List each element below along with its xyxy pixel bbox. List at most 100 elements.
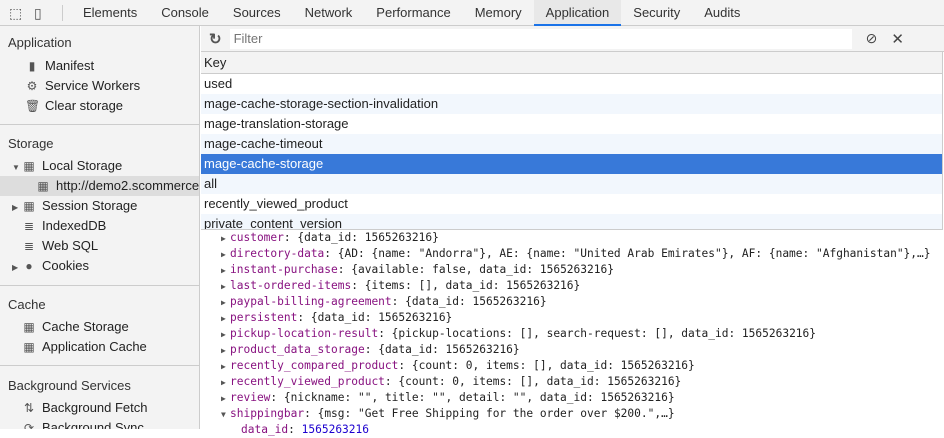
preview-entry[interactable]: ▶product_data_storage: {data_id: 1565263… <box>201 342 944 358</box>
label: Session Storage <box>42 198 138 213</box>
label: Manifest <box>45 58 95 73</box>
value-preview: ▶ customer: {data_id: 1565263216} ▶directo… <box>201 230 944 438</box>
table-row[interactable]: private_content_version <box>201 214 942 229</box>
expanded-arrow-icon[interactable]: ▼ <box>12 163 20 172</box>
tab-security[interactable]: Security <box>633 4 681 20</box>
colon: : <box>351 279 365 292</box>
tab-console[interactable]: Console <box>161 4 209 20</box>
cookie-icon: ● <box>25 259 33 273</box>
section-background-services: Background Services <box>8 378 131 393</box>
delete-selected-icon[interactable]: ✕ <box>891 30 904 48</box>
tab-sources[interactable]: Sources <box>232 4 281 20</box>
colon: : <box>398 359 412 372</box>
sidebar-item-manifest[interactable]: ▮ Manifest <box>0 56 199 76</box>
preview-entry[interactable]: ▶directory-data: {AD: {name: "Andorra"},… <box>201 246 944 262</box>
preview-entry[interactable]: ▶recently_compared_product: {count: 0, i… <box>201 358 944 374</box>
grid-icon: ▦ <box>23 199 35 213</box>
preview-entry[interactable]: ▶ recently_viewed_product: {count: 0, ite… <box>201 374 944 390</box>
sidebar-item-service-workers[interactable]: ⚙Service Workers <box>0 76 199 96</box>
collapsed-arrow-icon[interactable]: ▶ <box>221 266 226 275</box>
preview-entry[interactable]: ▶paypal-billing-agreement: {data_id: 156… <box>201 294 944 310</box>
entry-key: persistent <box>230 311 298 324</box>
table-row[interactable]: mage-cache-storage-section-invalidation <box>201 94 942 114</box>
document-icon: ▮ <box>28 59 36 73</box>
tab-application[interactable]: Application <box>533 0 622 26</box>
colon: : <box>384 375 399 388</box>
collapsed-arrow-icon[interactable]: ▶ <box>12 203 19 212</box>
colon: : <box>270 391 284 404</box>
column-header-key[interactable]: Key <box>201 52 942 74</box>
table-row[interactable]: mage-translation-storage <box>204 116 349 131</box>
sidebar-item-application-cache[interactable]: ▦Application Cache <box>0 337 199 357</box>
tab-network[interactable]: Network <box>304 4 353 20</box>
sidebar-item-session-storage[interactable]: ▶ ▦ Session Storage <box>0 196 199 216</box>
sidebar-item-local-storage[interactable]: ▼▦Local Storage <box>0 156 199 176</box>
filter-input[interactable] <box>229 28 852 49</box>
label: Background Fetch <box>42 400 148 415</box>
collapsed-arrow-icon[interactable]: ▶ <box>221 362 226 371</box>
label: Cache Storage <box>42 319 129 334</box>
entry-key: recently_compared_product <box>230 359 399 372</box>
collapsed-arrow-icon[interactable]: ▶ <box>221 378 226 387</box>
preview-entry[interactable]: ▶ customer: {data_id: 1565263216} <box>201 230 944 246</box>
tab-audits[interactable]: Audits <box>704 4 741 20</box>
collapsed-arrow-icon[interactable]: ▶ <box>221 234 226 243</box>
clear-all-icon[interactable]: ⊘ <box>865 30 878 46</box>
collapsed-arrow-icon[interactable]: ▶ <box>221 298 226 307</box>
entry-key: customer <box>230 231 284 244</box>
table-row[interactable]: used <box>204 76 233 91</box>
entry-value: {nickname: "", title: "", detail: "", da… <box>283 391 675 404</box>
collapsed-arrow-icon[interactable]: ▶ <box>221 394 226 403</box>
inspect-element-icon[interactable]: ⬚ <box>9 4 23 21</box>
label: Background Sync <box>42 420 144 429</box>
entry-value: {data_id: 1565263216} <box>297 231 439 244</box>
sidebar-item-background-sync[interactable]: ⟳ Background Sync <box>0 418 199 429</box>
collapsed-arrow-icon[interactable]: ▶ <box>221 330 226 339</box>
table-row[interactable]: mage-cache-timeout <box>201 134 942 154</box>
entry-key: recently_viewed_product <box>230 375 385 388</box>
entry-value: {data_id: 1565263216} <box>310 311 453 324</box>
sidebar-item-cache-storage[interactable]: ▦Cache Storage <box>0 317 199 337</box>
sync-icon: ⟳ <box>23 421 35 429</box>
entry-value: {count: 0, items: [], data_id: 156526321… <box>398 375 682 388</box>
divider <box>0 124 199 125</box>
preview-entry[interactable]: ▶persistent: {data_id: 1565263216} <box>201 310 944 326</box>
entry-value: {available: false, data_id: 1565263216} <box>351 263 614 276</box>
gear-icon: ⚙ <box>26 79 38 93</box>
preview-child-entry: data_id: 1565263216 <box>201 422 944 438</box>
preview-entry[interactable]: ▶instant-purchase: {available: false, da… <box>201 262 944 278</box>
entry-key: product_data_storage <box>230 343 365 356</box>
database-icon: ≣ <box>23 239 35 253</box>
collapsed-arrow-icon[interactable]: ▶ <box>221 282 226 291</box>
refresh-icon[interactable]: ↻ <box>209 30 222 48</box>
tab-memory[interactable]: Memory <box>474 4 522 20</box>
key-table: Key used mage-cache-storage-section-inval… <box>201 52 943 230</box>
sidebar-item-background-fetch[interactable]: ⇅Background Fetch <box>0 398 199 418</box>
collapsed-arrow-icon[interactable]: ▶ <box>221 346 226 355</box>
table-row[interactable]: recently_viewed_product <box>204 196 348 211</box>
sidebar-item-web-sql[interactable]: ≣Web SQL <box>0 236 199 256</box>
tab-performance[interactable]: Performance <box>376 4 451 20</box>
collapsed-arrow-icon[interactable]: ▶ <box>221 314 226 323</box>
entry-value: {pickup-locations: [], search-request: [… <box>391 327 817 340</box>
sidebar-item-cookies[interactable]: ▶●Cookies <box>0 256 199 276</box>
sidebar-item-origin[interactable]: ▦http://demo2.scommerce-mage.co.uk <box>0 176 199 196</box>
table-row[interactable]: mage-cache-storage <box>201 154 942 174</box>
entry-value: 1565263216 <box>301 423 369 436</box>
tab-elements[interactable]: Elements <box>83 4 138 20</box>
collapsed-arrow-icon[interactable]: ▶ <box>12 263 19 272</box>
sidebar-item-clear-storage[interactable]: 🗑Clear storage <box>0 96 199 116</box>
device-toolbar-icon[interactable]: ▯ <box>34 4 42 21</box>
preview-entry[interactable]: ▶last-ordered-items: {items: [], data_id… <box>201 278 944 294</box>
colon: : <box>304 407 318 420</box>
preview-entry[interactable]: ▶pickup-location-result: {pickup-locatio… <box>201 326 944 342</box>
expanded-arrow-icon[interactable]: ▼ <box>221 410 226 419</box>
divider <box>0 285 199 286</box>
preview-entry[interactable]: ▼shippingbar: {msg: "Get Free Shipping f… <box>201 406 944 422</box>
colon: : <box>283 231 298 244</box>
table-row[interactable]: all <box>201 174 942 194</box>
sidebar-item-indexeddb[interactable]: ≣IndexedDB <box>0 216 199 236</box>
collapsed-arrow-icon[interactable]: ▶ <box>221 250 226 259</box>
preview-entry[interactable]: ▶review: {nickname: "", title: "", detai… <box>201 390 944 406</box>
label: IndexedDB <box>42 218 107 233</box>
